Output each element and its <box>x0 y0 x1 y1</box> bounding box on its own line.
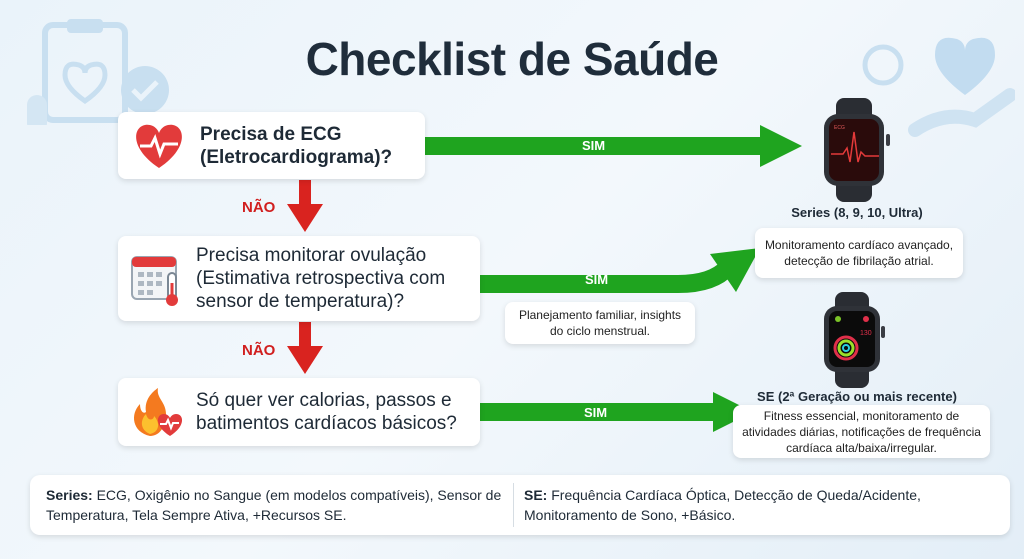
no-label: NÃO <box>242 342 276 359</box>
no-label: NÃO <box>242 199 276 216</box>
question-text: batimentos cardíacos básicos? <box>196 413 457 434</box>
question-text: sensor de temperatura)? <box>196 291 405 312</box>
no-arrow-2 <box>287 322 323 374</box>
question-text: (Estimativa retrospectiva com <box>196 268 446 289</box>
apple-watch-se-image: 130 <box>824 292 885 388</box>
heart-ecg-icon <box>136 124 182 168</box>
page-title: Checklist de Saúde <box>305 33 719 85</box>
clipboard-health-icon <box>27 19 169 125</box>
heart-hand-icon <box>862 37 1015 137</box>
series-summary-text: ECG, Oxigênio no Sangue (em modelos comp… <box>46 487 502 523</box>
watch-screen-label: 130 <box>860 330 872 337</box>
question-text: Precisa de ECG <box>200 123 342 145</box>
question-ovulation: Precisa monitorar ovulação (Estimativa r… <box>118 236 480 321</box>
feature-summary: Series: ECG, Oxigênio no Sangue (em mode… <box>30 475 1010 535</box>
series-model-name: Series (8, 9, 10, Ultra) <box>791 205 923 220</box>
calendar-thermometer-icon <box>131 255 178 306</box>
divider <box>513 483 514 527</box>
yes-arrow-basic <box>478 392 753 432</box>
yes-label: SIM <box>585 272 609 287</box>
se-summary: SE: Frequência Cardíaca Óptica, Detecção… <box>524 485 1004 525</box>
question-text: (Eletrocardiograma)? <box>200 146 393 168</box>
question-text: Precisa monitorar ovulação <box>196 245 427 266</box>
yes-arrow-ovulation <box>478 248 760 293</box>
flame-heart-icon <box>134 388 183 436</box>
se-description: Fitness essencial, monitoramento de ativ… <box>733 405 990 458</box>
series-summary-label: Series: <box>46 487 93 503</box>
apple-watch-series-image: ECG <box>824 98 890 202</box>
question-text: Só quer ver calorias, passos e <box>196 390 452 411</box>
yes-arrow-ecg <box>420 125 802 167</box>
se-model-name: SE (2ª Geração ou mais recente) <box>757 389 957 404</box>
question-basic: Só quer ver calorias, passos e batimento… <box>118 378 480 446</box>
yes-label: SIM <box>582 138 606 153</box>
yes-label: SIM <box>584 405 608 420</box>
series-summary: Series: ECG, Oxigênio no Sangue (em mode… <box>46 485 508 525</box>
ovulation-note: Planejamento familiar, insights do ciclo… <box>505 302 695 344</box>
watch-screen-label: ECG <box>834 125 845 131</box>
no-arrow-1 <box>287 180 323 232</box>
se-summary-label: SE: <box>524 487 548 503</box>
question-ecg: Precisa de ECG (Eletrocardiograma)? <box>118 112 425 179</box>
se-summary-text: Frequência Cardíaca Óptica, Detecção de … <box>524 487 921 523</box>
series-description: Monitoramento cardíaco avançado, detecçã… <box>755 228 963 278</box>
